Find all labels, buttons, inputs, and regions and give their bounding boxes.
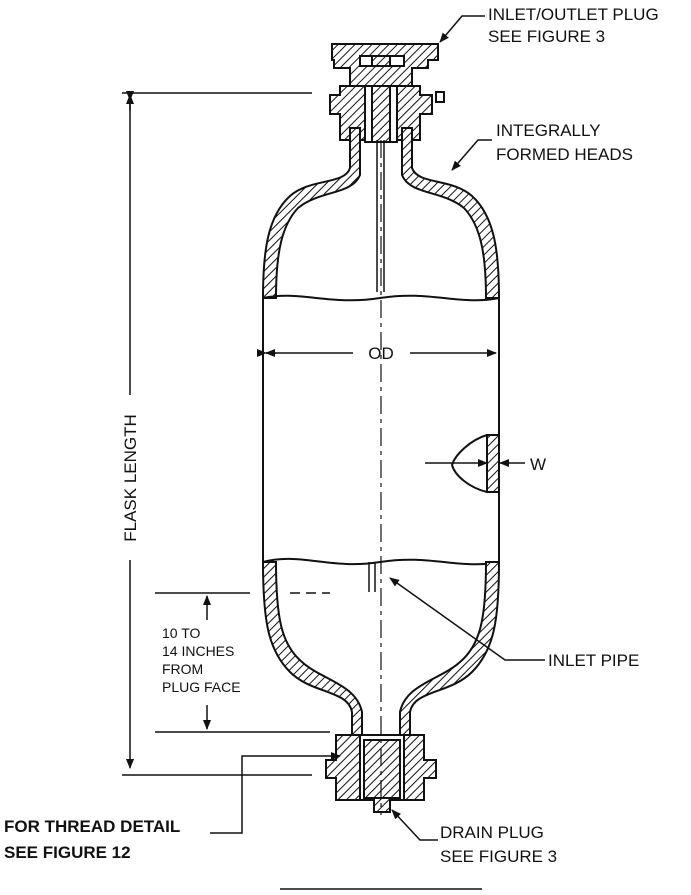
w-label: W: [530, 455, 546, 474]
thread-label-line-1: FOR THREAD DETAIL: [4, 817, 180, 836]
thread-label-line-2: SEE FIGURE 12: [4, 843, 131, 862]
heads-label-line-1: INTEGRALLY: [496, 121, 601, 140]
heads-leader: [451, 139, 492, 171]
plug-leader: [439, 15, 485, 43]
drain-leader: [391, 809, 438, 841]
flask-length-label: FLASK LENGTH: [121, 414, 140, 542]
inlet-outlet-plug: [331, 43, 445, 103]
break-line-bottom: [262, 557, 500, 566]
distance-line-1: 10 TO: [162, 625, 201, 641]
distance-line-4: PLUG FACE: [162, 679, 241, 695]
heads-label-line-2: FORMED HEADS: [496, 145, 633, 164]
flask-length-dimension: [122, 91, 312, 776]
wall-section-detail: [450, 434, 500, 493]
thread-leader: [210, 752, 341, 834]
cylinder-wall: [262, 298, 500, 562]
drain-plug: [325, 734, 437, 813]
drain-label-line-2: SEE FIGURE 3: [440, 847, 557, 866]
inlet-pipe-label: INLET PIPE: [548, 651, 639, 670]
plug-face-distance-dimension: [155, 592, 330, 733]
distance-line-2: 14 INCHES: [162, 643, 234, 659]
inlet-pipe: [368, 562, 376, 592]
break-line-top: [262, 294, 500, 302]
upper-head: [261, 127, 501, 299]
drain-label-line-1: DRAIN PLUG: [440, 823, 544, 842]
plug-label-line-1: INLET/OUTLET PLUG: [488, 5, 659, 24]
od-label: OD: [368, 344, 394, 363]
inlet-pipe-leader: [389, 577, 545, 661]
plug-label-line-2: SEE FIGURE 3: [488, 27, 605, 46]
inlet-tube: [376, 140, 385, 292]
distance-line-3: FROM: [162, 661, 203, 677]
